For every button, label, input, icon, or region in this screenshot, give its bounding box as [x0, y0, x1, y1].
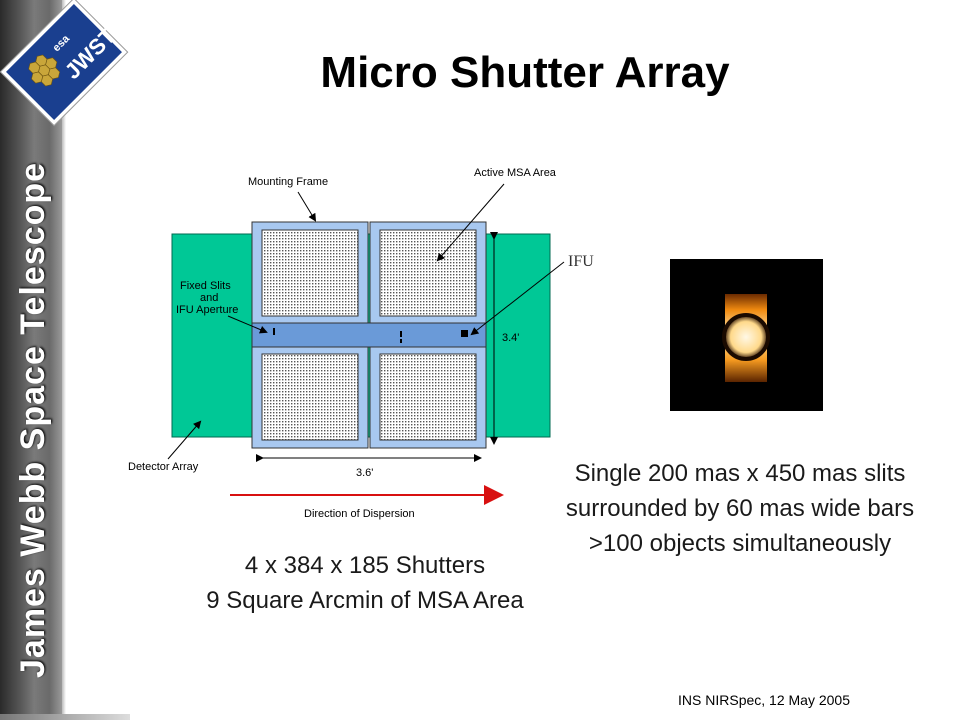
fixed-slit-1	[273, 328, 275, 335]
dispersion-label: Direction of Dispersion	[304, 508, 415, 520]
active-msa-label: Active MSA Area	[474, 167, 557, 179]
shutter-line-2: 9 Square Arcmin of MSA Area	[206, 587, 524, 614]
active-msa-pointer	[436, 183, 505, 262]
quadrant-top-left	[251, 221, 369, 324]
jwst-logo-icon: esa JWST	[0, 0, 129, 127]
detector-array-label: Detector Array	[128, 461, 199, 473]
height-dimension-label: 3.4'	[502, 332, 519, 344]
ifu-label: IFU	[568, 253, 594, 270]
shutter-line-1: 4 x 384 x 185 Shutters	[244, 552, 486, 579]
mounting-frame-pointer	[297, 191, 317, 222]
ifu-image	[670, 259, 823, 411]
fixed-slits-label-1: Fixed Slits	[180, 280, 231, 292]
ifu-glow-icon	[722, 294, 770, 382]
sidebar-title: James Webb Space Telescope	[14, 161, 52, 678]
slit-description: Single 200 mas x 450 mas slits surrounde…	[520, 456, 960, 561]
cross-bar	[251, 322, 487, 348]
fixed-slit-2	[400, 331, 402, 337]
bottom-strip	[0, 714, 130, 720]
msa-diagram: 3.4' 3.6' Direction of Dispersion Mounti…	[128, 167, 594, 520]
fixed-slits-label-2: and	[200, 292, 218, 304]
fixed-slits-pointer	[227, 315, 268, 334]
slit-line-3: >100 objects simultaneously	[588, 530, 892, 557]
fixed-slit-3	[400, 339, 402, 343]
sidebar-shade	[62, 0, 66, 720]
fixed-slits-label-3: IFU Aperture	[176, 304, 238, 316]
slide-footer: INS NIRSpec, 12 May 2005	[678, 692, 850, 708]
ifu-aperture	[461, 330, 468, 337]
shutter-description: 4 x 384 x 185 Shutters 9 Square Arcmin o…	[160, 548, 570, 618]
ifu-pointer	[470, 261, 565, 336]
quadrant-bottom-right	[369, 346, 487, 449]
width-dimension-label: 3.6'	[356, 467, 373, 479]
slit-line-1: Single 200 mas x 450 mas slits	[574, 460, 906, 487]
detector-array-pointer	[167, 420, 202, 460]
mounting-frame-label: Mounting Frame	[248, 176, 328, 188]
quadrant-top-right	[369, 221, 487, 324]
quadrant-bottom-left	[251, 346, 369, 449]
slit-line-2: surrounded by 60 mas wide bars	[565, 495, 915, 522]
page-title: Micro Shutter Array	[320, 48, 730, 97]
